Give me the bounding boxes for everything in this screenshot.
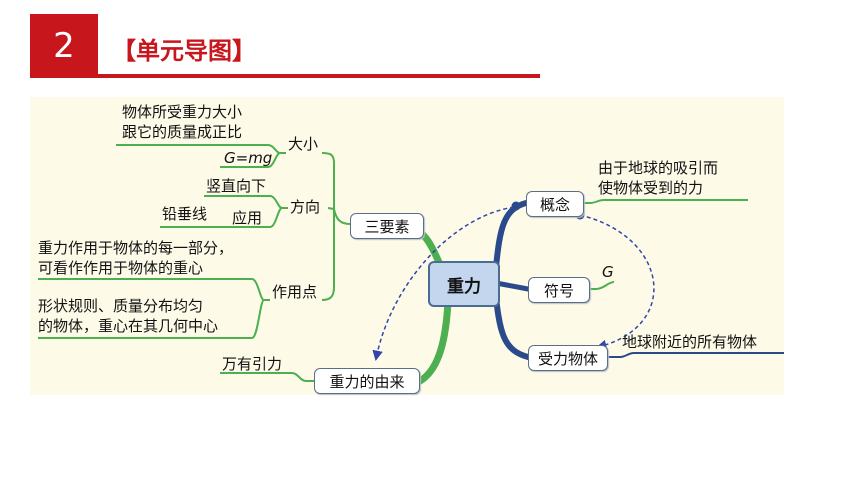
section-number-badge: 2: [30, 14, 98, 78]
point-description1-line2: 可看作作用于物体的重心: [38, 259, 204, 277]
concept-description-line1: 由于地球的吸引而: [598, 159, 719, 177]
gravity-formula: G=mg: [224, 149, 273, 167]
magnitude-description-line2: 跟它的质量成正比: [122, 123, 243, 141]
concept-description-line2: 使物体受到的力: [598, 179, 704, 197]
magnitude-label: 大小: [288, 135, 319, 153]
symbol-node: 符号: [528, 277, 590, 303]
stressed-object-description: 地球附近的所有物体: [622, 333, 758, 351]
point-of-action-label: 作用点: [272, 283, 318, 301]
symbol-value: G: [602, 263, 614, 281]
application-label: 应用: [232, 209, 263, 227]
mind-map: 重力 三要素 重力的由来 大小 物体所受重力大小 跟它的质量成正比 G=mg 方…: [30, 97, 784, 395]
point-description1-line1: 重力作用于物体的每一部分，: [38, 239, 234, 257]
section-title: 【单元导图】: [112, 37, 256, 65]
plumb-line-label: 铅垂线: [162, 205, 208, 223]
direction-description: 竖直向下: [206, 177, 267, 195]
magnitude-description-line1: 物体所受重力大小: [122, 103, 243, 121]
point-description2-line2: 的物体，重心在其几何中心: [38, 317, 219, 335]
direction-label: 方向: [290, 198, 321, 216]
concept-node: 概念: [526, 191, 584, 217]
three-elements-node: 三要素: [350, 213, 424, 239]
title-underline: [98, 74, 540, 78]
universal-gravitation-label: 万有引力: [222, 355, 283, 373]
center-node: 重力: [428, 261, 500, 307]
point-description2-line1: 形状规则、质量分布均匀: [38, 297, 204, 315]
origin-node: 重力的由来: [314, 368, 420, 394]
stressed-object-node: 受力物体: [528, 345, 608, 371]
